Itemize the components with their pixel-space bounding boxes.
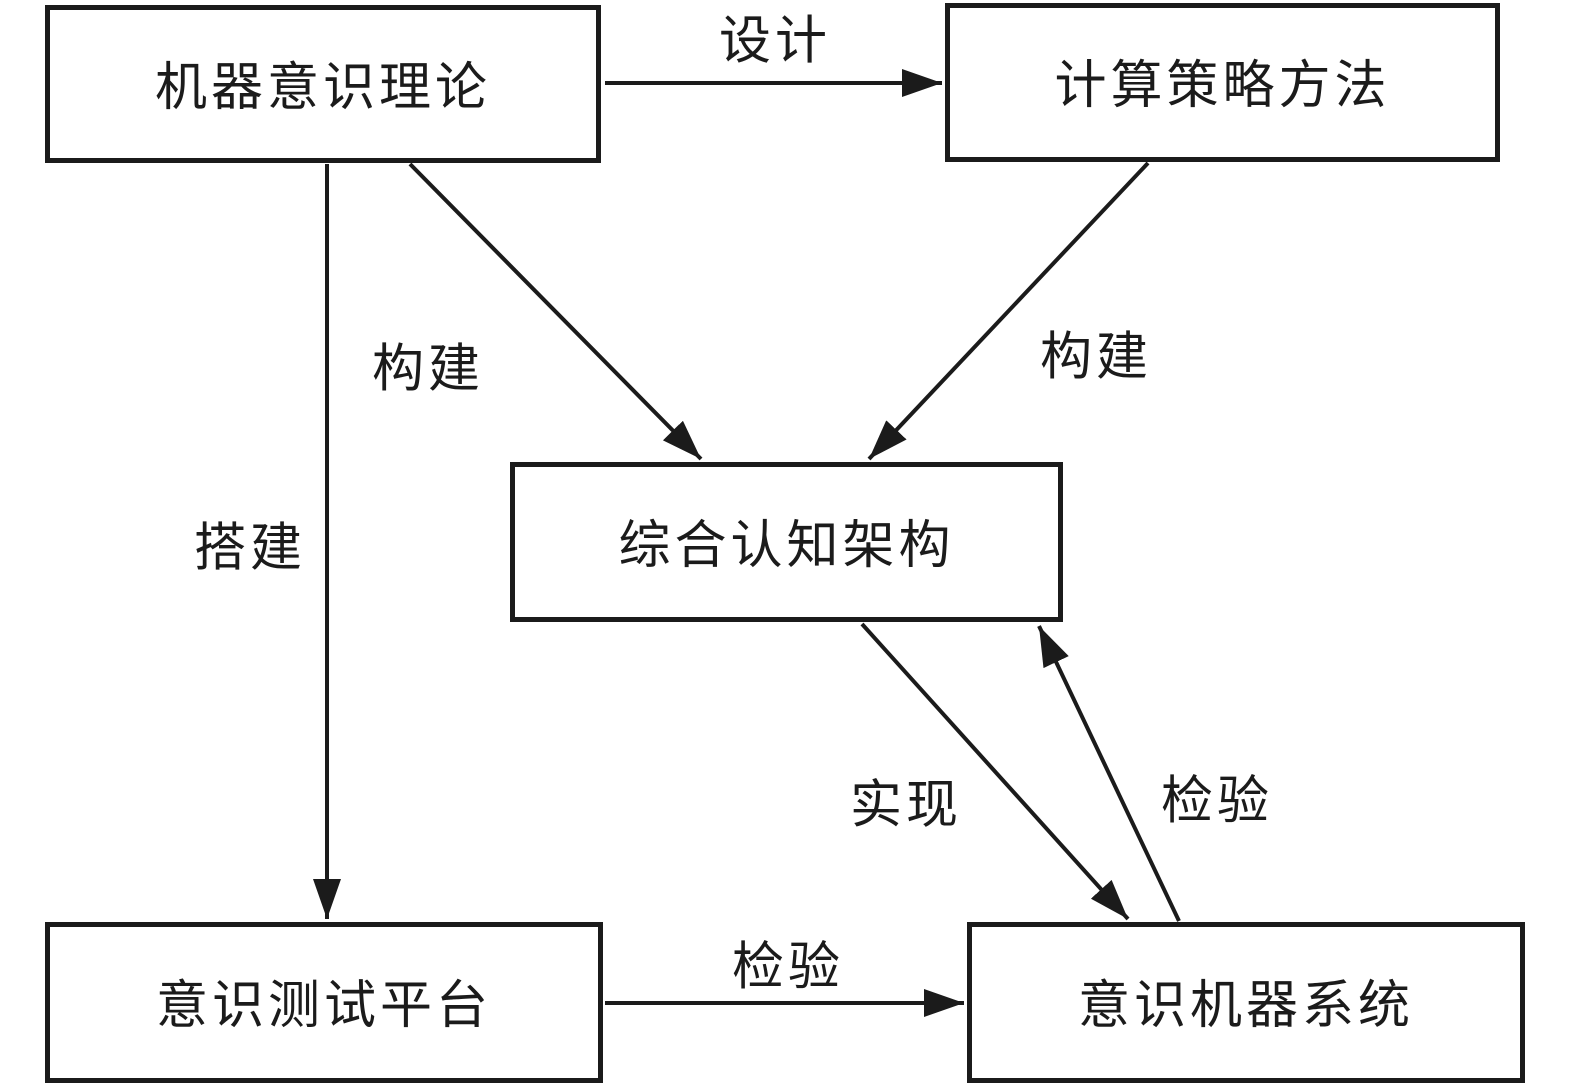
edge-label-setup: 搭建	[193, 518, 307, 579]
arrow-verify-up	[1037, 625, 1181, 922]
edge-label-design: 设计	[718, 11, 832, 72]
node-label: 综合认知架构	[618, 515, 955, 576]
arrow-build-right	[867, 161, 1150, 461]
node-label: 意识测试平台	[155, 976, 492, 1036]
node-machine-consciousness-theory: 机器意识理论	[45, 5, 601, 163]
node-label: 意识机器系统	[1077, 976, 1414, 1036]
edge-label-implement: 实现	[849, 775, 963, 836]
arrow-build-left	[408, 162, 703, 461]
edge-label-verify-up: 检验	[1160, 771, 1274, 832]
node-conscious-machine-system: 意识机器系统	[967, 922, 1525, 1083]
node-integrated-cognitive-architecture: 综合认知架构	[510, 462, 1063, 622]
edge-label-build-right: 构建	[1039, 327, 1153, 388]
node-consciousness-test-platform: 意识测试平台	[45, 922, 603, 1083]
edge-label-verify-horizontal: 检验	[731, 937, 845, 998]
node-computational-strategy-methods: 计算策略方法	[945, 3, 1500, 162]
node-label: 计算策略方法	[1054, 56, 1391, 116]
edge-label-build-left: 构建	[371, 339, 485, 400]
arrow-implement	[860, 622, 1130, 921]
node-label: 机器意识理论	[154, 57, 491, 118]
